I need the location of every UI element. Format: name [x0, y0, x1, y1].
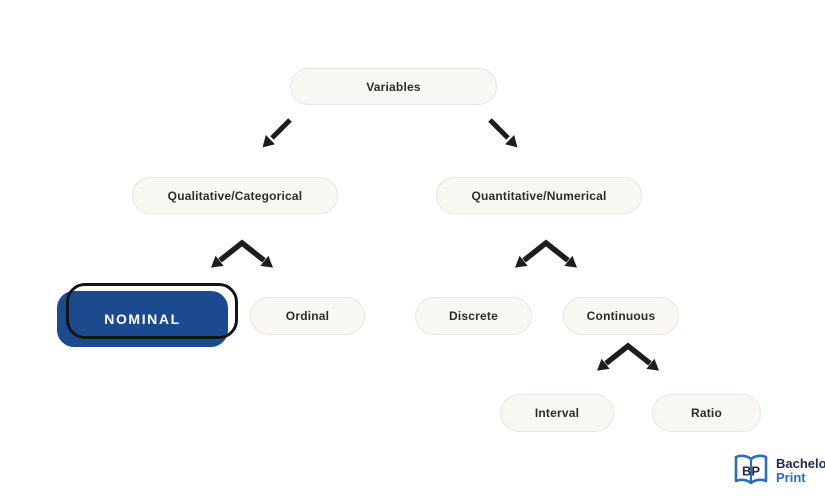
nominal-emphasis-outline — [66, 283, 238, 339]
node-variables: Variables — [290, 68, 497, 105]
nominal-label: NOMINAL — [104, 311, 181, 327]
node-continuous: Continuous — [563, 297, 679, 335]
logo-text: Bachelor Print — [776, 457, 825, 484]
node-discrete: Discrete — [415, 297, 532, 335]
node-nominal: NOMINAL — [57, 283, 238, 347]
double-split-arrow-icon — [204, 238, 280, 278]
node-ratio: Ratio — [652, 394, 761, 432]
node-quantitative: Quantitative/Numerical — [436, 177, 642, 214]
logo-product-text: Print — [776, 470, 806, 485]
open-book-bp-monogram-icon: BP — [734, 454, 768, 485]
node-interval: Interval — [500, 394, 614, 432]
arrow-down-left-icon — [254, 116, 294, 156]
svg-text:BP: BP — [742, 464, 760, 479]
brand-logo: BP Bachelor Print — [731, 451, 825, 491]
arrow-down-right-icon — [486, 116, 526, 156]
node-ordinal: Ordinal — [250, 297, 365, 335]
double-split-arrow-icon — [590, 341, 666, 381]
double-split-arrow-icon — [508, 238, 584, 278]
node-qualitative: Qualitative/Categorical — [132, 177, 338, 214]
logo-name-text: Bachelor — [776, 456, 825, 472]
